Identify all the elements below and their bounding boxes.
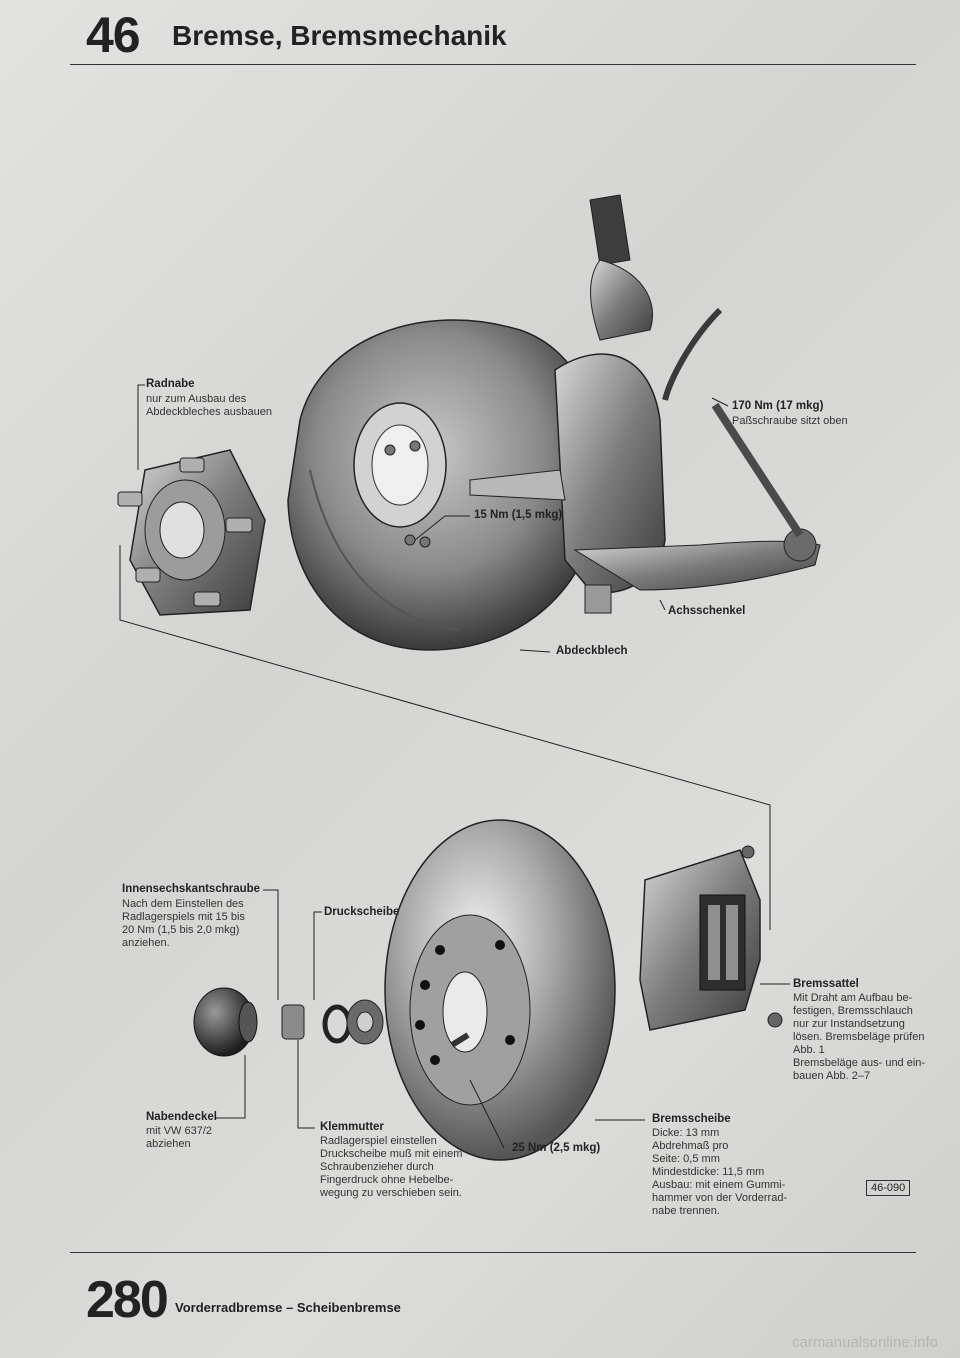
label-bremsscheibe-line5: Ausbau: mit einem Gummi- xyxy=(652,1179,786,1191)
label-torque-170-note: Paßschraube sitzt oben xyxy=(732,415,848,427)
watermark: carmanualsonline.info xyxy=(792,1334,938,1351)
label-klemmutter-title: Klemmutter xyxy=(320,1121,384,1133)
leader-lines-upper xyxy=(119,384,771,930)
label-bremsscheibe-line3: Seite: 0,5 mm xyxy=(652,1153,720,1165)
splash-shield xyxy=(287,319,603,651)
label-klemmutter-line5: wegung zu verschieben sein. xyxy=(320,1187,462,1199)
label-innensechskant-line4: anziehen. xyxy=(122,937,170,949)
brake-disc xyxy=(384,819,616,1161)
label-bremssattel-line5: Abb. 1 xyxy=(793,1044,825,1056)
label-bremsscheibe-line6: hammer von der Vorderrad- xyxy=(652,1192,788,1204)
figure-reference: 46-090 xyxy=(866,1180,911,1196)
label-bremssattel-line6: Bremsbeläge aus- und ein- xyxy=(793,1057,926,1069)
label-innensechskant-title: Innensechskantschraube xyxy=(122,883,261,895)
label-bremssattel-title: Bremssattel xyxy=(793,978,859,990)
label-torque-170: 170 Nm (17 mkg) xyxy=(732,400,824,412)
label-bremsscheibe-line2: Abdrehmaß pro xyxy=(652,1140,729,1152)
label-bremsscheibe-line1: Dicke: 13 mm xyxy=(652,1127,720,1139)
label-bremssattel-line2: festigen, Bremsschlauch xyxy=(793,1005,913,1017)
label-klemmutter-line1: Radlagerspiel einstellen xyxy=(320,1135,437,1147)
label-innensechskant-line3: 20 Nm (1,5 bis 2,0 mkg) xyxy=(122,924,240,936)
label-bremssattel-line4: lösen. Bremsbeläge prüfen xyxy=(793,1031,925,1043)
label-abdeckblech: Abdeckblech xyxy=(556,645,628,657)
chapter-number: 46 xyxy=(86,7,141,63)
label-klemmutter-line3: Schraubenzieher durch xyxy=(320,1161,434,1173)
label-torque-15: 15 Nm (1,5 mkg) xyxy=(474,509,563,521)
label-bremsscheibe-line4: Mindestdicke: 11,5 mm xyxy=(652,1166,765,1178)
label-bremssattel-line7: bauen Abb. 2–7 xyxy=(793,1070,871,1082)
label-druckscheibe: Druckscheibe xyxy=(324,906,400,918)
label-innensechskant-line2: Radlagerspiels mit 15 bis xyxy=(122,911,245,923)
label-radnabe-line2: Abdeckbleches ausbauen xyxy=(146,406,272,418)
label-bremssattel-line1: Mit Draht am Aufbau be- xyxy=(793,992,913,1004)
brake-caliper xyxy=(639,845,783,1031)
steering-knuckle xyxy=(469,194,821,614)
label-klemmutter-line2: Druckscheibe muß mit einem xyxy=(320,1148,463,1160)
page-number: 280 xyxy=(86,1271,169,1329)
wheel-hub xyxy=(117,449,266,616)
label-bremsscheibe-line7: nabe trennen. xyxy=(652,1205,720,1217)
header-rule xyxy=(70,64,916,65)
hub-cap-and-nuts xyxy=(193,987,470,1057)
label-bremssattel-line3: nur zur Instandsetzung xyxy=(793,1018,905,1030)
chapter-title: Bremse, Bremsmechanik xyxy=(172,20,507,51)
label-nabendeckel-title: Nabendeckel xyxy=(146,1111,217,1123)
label-torque-25: 25 Nm (2,5 mkg) xyxy=(512,1142,601,1154)
label-innensechskant-line1: Nach dem Einstellen des xyxy=(122,898,244,910)
section-title: Vorderradbremse – Scheibenbremse xyxy=(175,1300,401,1315)
label-radnabe-line1: nur zum Ausbau des xyxy=(146,393,247,405)
label-achsschenkel: Achsschenkel xyxy=(668,605,746,617)
label-nabendeckel-line1: mit VW 637/2 xyxy=(146,1125,213,1137)
label-klemmutter-line4: Fingerdruck ohne Hebelbe- xyxy=(320,1174,454,1186)
footer-rule xyxy=(70,1252,916,1253)
label-nabendeckel-line2: abziehen xyxy=(146,1138,191,1150)
label-bremsscheibe-title: Bremsscheibe xyxy=(652,1113,731,1125)
label-radnabe-title: Radnabe xyxy=(146,378,195,390)
leader-lines-lower xyxy=(215,889,790,1149)
